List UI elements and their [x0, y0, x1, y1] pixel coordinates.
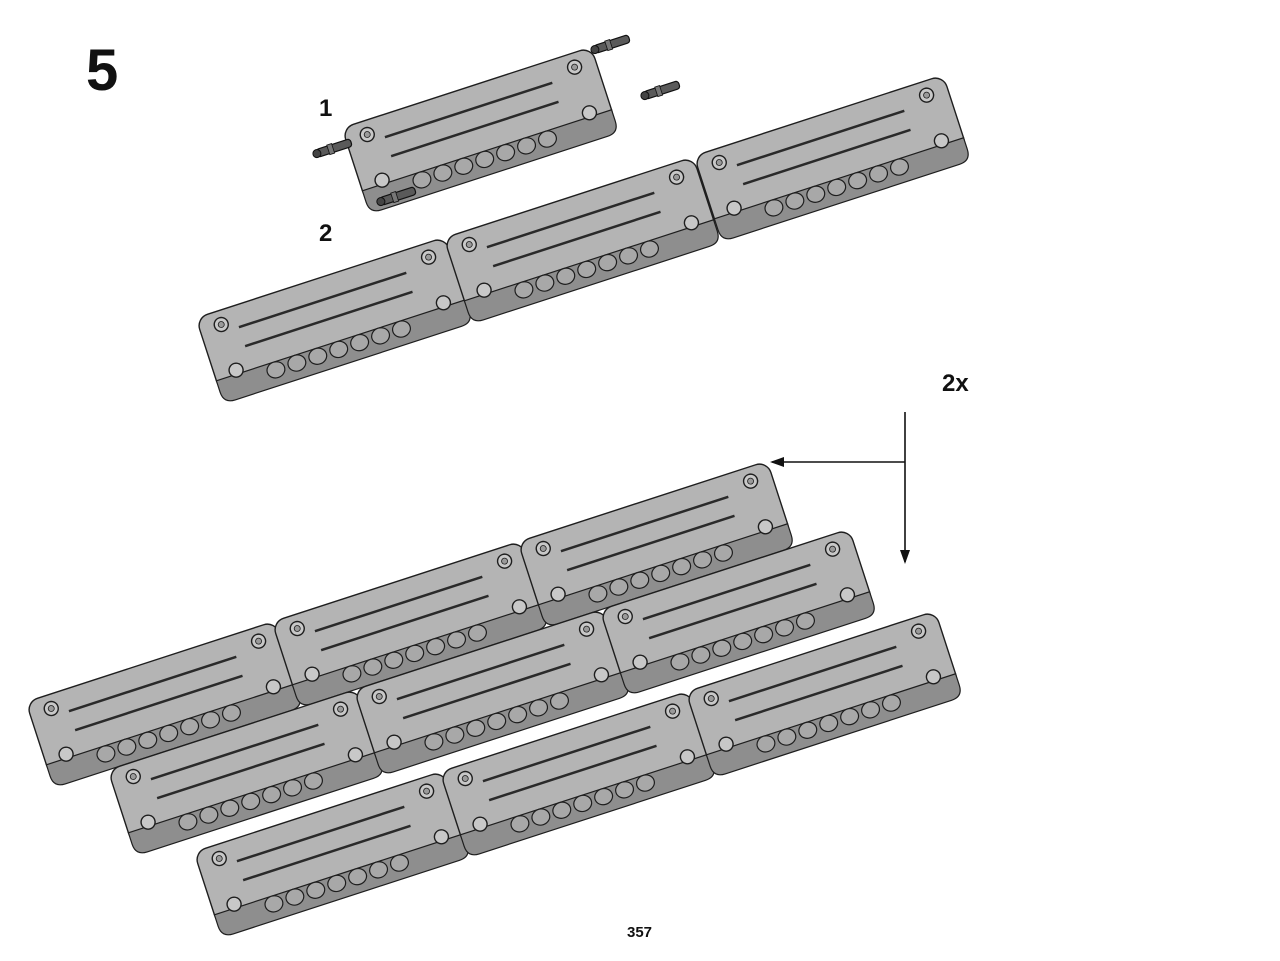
- step-number: 5: [86, 38, 119, 103]
- main-assembly: [24, 459, 965, 939]
- axle-pin-icon: [638, 79, 682, 103]
- axle-pin-icon: [588, 33, 632, 57]
- page-number: 357: [627, 924, 653, 941]
- substep-1-assembly: [340, 45, 621, 215]
- sub-step-1-label: 1: [319, 95, 333, 122]
- callout-arrow: [770, 412, 910, 564]
- axle-pin-icon: [310, 137, 354, 161]
- quantity-multiplier: 2x: [942, 370, 969, 397]
- sub-step-2-label: 2: [319, 220, 333, 247]
